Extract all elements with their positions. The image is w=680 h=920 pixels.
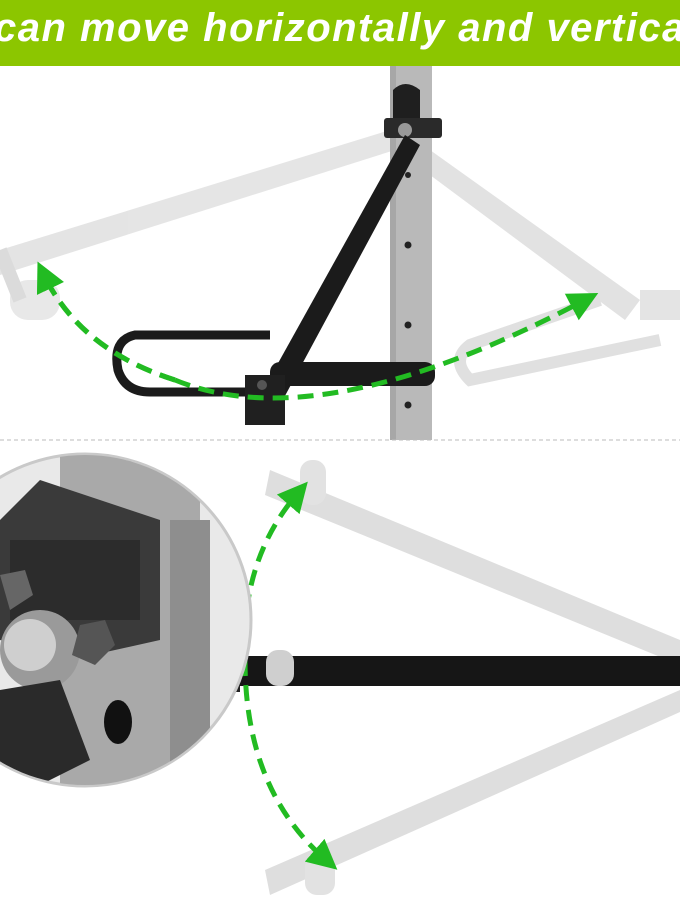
ghost-arm-down: [265, 690, 680, 895]
magnified-swivel-joint: [0, 452, 253, 788]
u-handle: [112, 330, 435, 425]
black-arm-diagonal: [252, 135, 420, 420]
curved-dashed-arrow-vertical: [242, 481, 308, 661]
ghost-arm-right: [430, 150, 680, 387]
ghost-arm-up: [265, 460, 680, 665]
banner: can move horizontally and vertically: [0, 0, 680, 66]
black-arm-horizontal: [222, 650, 680, 692]
banner-text: can move horizontally and vertically: [0, 6, 680, 50]
mount-bracket: [384, 84, 442, 138]
